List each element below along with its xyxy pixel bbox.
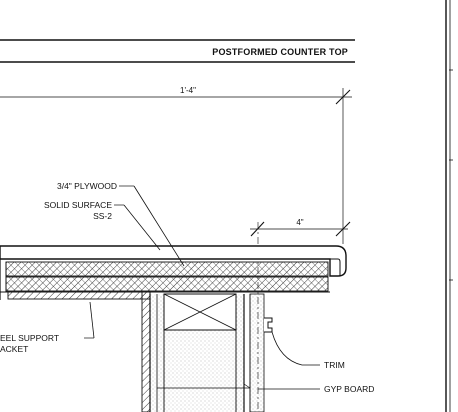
overhang-dimension-label: 4" — [296, 218, 303, 227]
solid-surface-callout: SOLID SURFACE — [44, 200, 112, 210]
bracket-callout-line2: ACKET — [0, 344, 28, 354]
overall-dimension: 1'-4" — [0, 86, 352, 244]
solid-surface-tag: SS-2 — [93, 211, 112, 221]
gyp-board-callout: GYP BOARD — [324, 384, 374, 394]
sheet-border — [445, 0, 453, 412]
bracket-callout: EEL SUPPORT — [0, 333, 59, 343]
trim-profile — [264, 317, 273, 333]
detail-title: POSTFORMED COUNTER TOP — [212, 47, 348, 57]
trim-callout: TRIM — [324, 360, 345, 370]
callouts: 3/4" PLYWOOD SOLID SURFACE SS-2 EEL SUPP… — [0, 181, 374, 394]
leader-lines — [84, 185, 320, 390]
steel-support-bracket — [7, 291, 151, 412]
solid-surface-top — [0, 245, 347, 277]
title-block: POSTFORMED COUNTER TOP — [0, 39, 355, 63]
wall-assembly — [149, 293, 273, 412]
plywood-callout: 3/4" PLYWOOD — [57, 181, 117, 191]
gyp-board — [249, 293, 265, 412]
counter-top — [0, 245, 347, 300]
overall-dimension-label: 1'-4" — [180, 86, 196, 95]
